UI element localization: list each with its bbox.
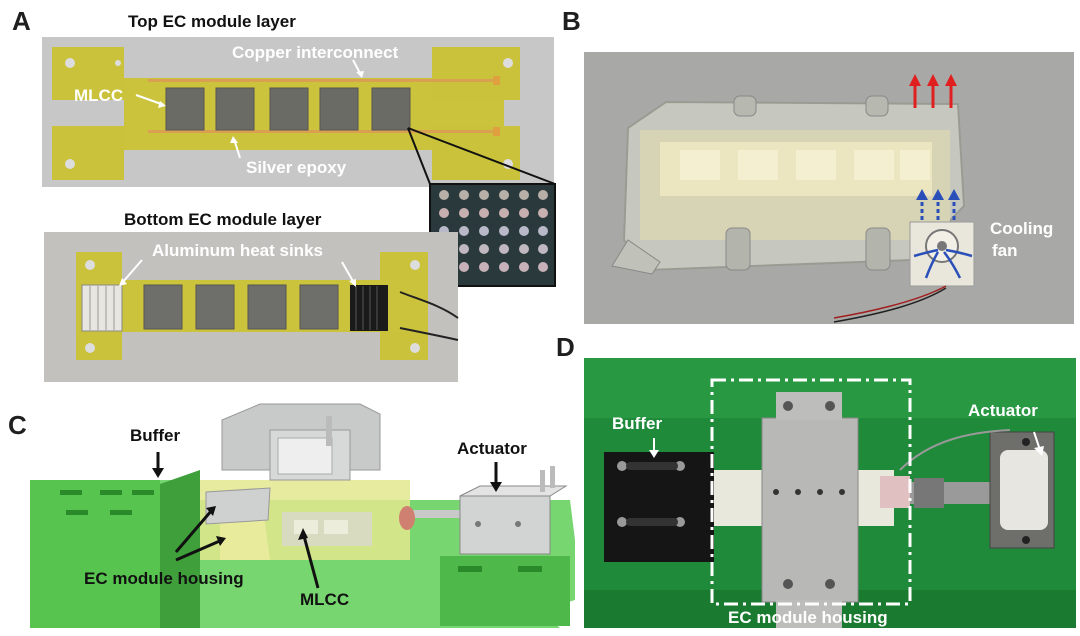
panel-letter-a: A <box>12 6 31 36</box>
bottom-layer-title: Bottom EC module layer <box>124 210 322 229</box>
copper-interconnect-label: Copper interconnect <box>232 43 399 62</box>
panel-letter-d: D <box>556 332 575 362</box>
mlcc-bottom-2 <box>195 284 235 330</box>
mlcc-zoom-inset <box>429 183 556 287</box>
cooling-fan <box>909 221 975 287</box>
buffer-label-d: Buffer <box>612 414 663 433</box>
buffer-label-c: Buffer <box>130 426 181 445</box>
aluminum-plate <box>761 417 859 603</box>
mlcc-bottom-1 <box>143 284 183 330</box>
housing-outline <box>710 378 912 606</box>
heat-outflow-arrows <box>909 74 957 108</box>
heat-sink-right <box>350 285 388 331</box>
actuator-render <box>459 495 551 555</box>
mlcc-top-1 <box>165 87 205 131</box>
panel-letter-b: B <box>562 6 581 36</box>
ec-housing-render <box>200 480 410 560</box>
cooling-label-line2: fan <box>992 241 1018 260</box>
aluminum-heat-sinks-label: Aluminum heat sinks <box>152 241 323 260</box>
actuator-photo <box>989 431 1055 549</box>
silver-epoxy-label: Silver epoxy <box>246 158 347 177</box>
housing-photo <box>584 52 1074 324</box>
upper-fixture <box>221 403 381 471</box>
setup-photo <box>584 358 1076 628</box>
zoom-dot-grid <box>439 190 548 272</box>
mlcc-top-3 <box>269 87 309 131</box>
mlcc-top-5 <box>371 87 411 131</box>
housing-label-d: EC module housing <box>728 608 888 627</box>
cooling-label-line1: Cooling <box>990 219 1054 238</box>
mlcc-top-4 <box>319 87 359 131</box>
mlcc-label-c: MLCC <box>300 590 350 609</box>
actuator-label-d: Actuator <box>968 401 1038 420</box>
heat-sink-left <box>81 284 123 332</box>
buffer-block <box>604 452 714 562</box>
mlcc-top-2 <box>215 87 255 131</box>
mlcc-bottom-4 <box>299 284 339 330</box>
ec-housing-body <box>622 100 966 272</box>
housing-label-c: EC module housing <box>84 569 244 588</box>
mlcc-label-a: MLCC <box>74 86 124 105</box>
top-layer-title: Top EC module layer <box>128 12 296 31</box>
actuator-label-c: Actuator <box>457 439 527 458</box>
airflow-arrows <box>913 189 973 279</box>
mlcc-bottom-3 <box>247 284 287 330</box>
panel-letter-c: C <box>8 410 27 440</box>
